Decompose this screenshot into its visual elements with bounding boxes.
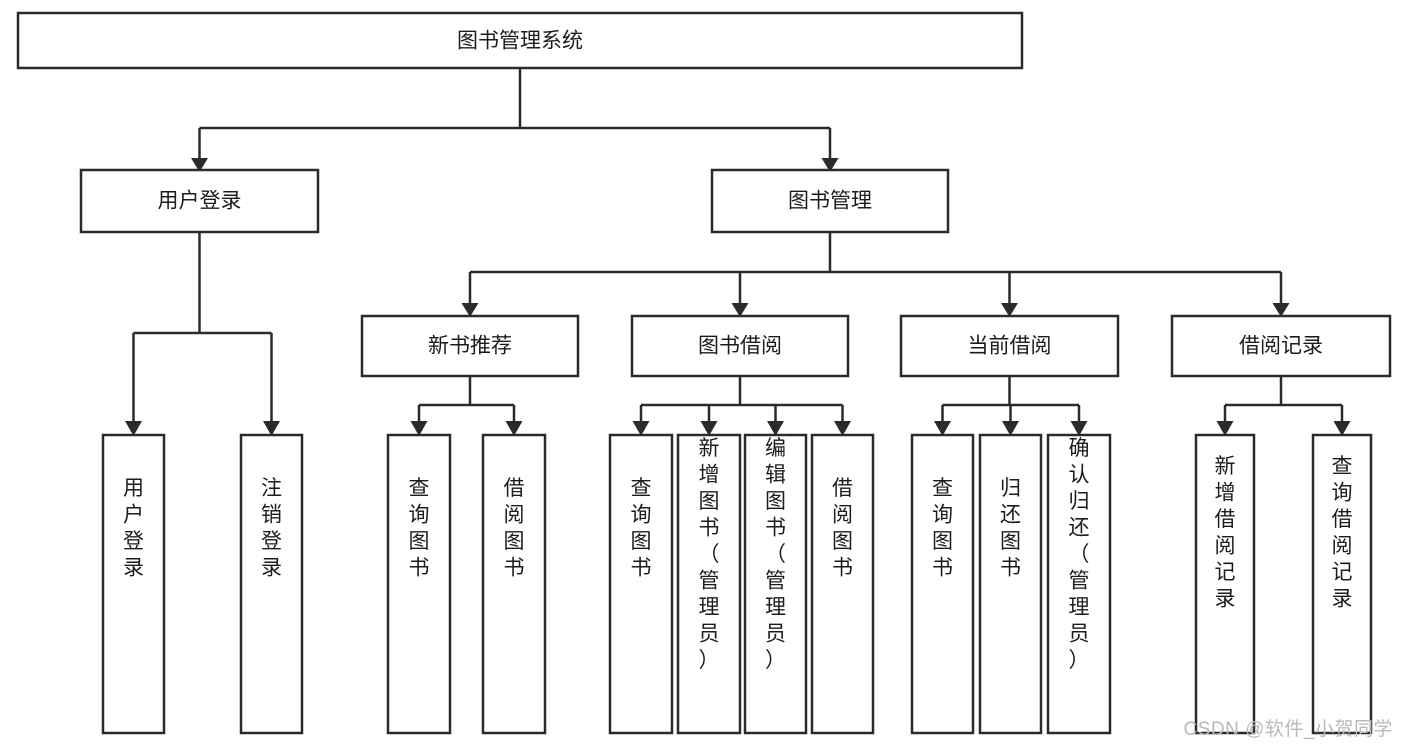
node-borrow-record-label: 借阅记录 (1239, 335, 1323, 358)
leaf-node[interactable]: 查询图书 (910, 433, 975, 735)
leaf-box-add-borrow-record[interactable] (1194, 433, 1256, 735)
node-new-book-recommend-box[interactable] (360, 314, 580, 378)
arrowhead-book-mgmt-child-1 (461, 303, 479, 317)
node-user-login-label: 用户登录 (158, 190, 242, 213)
node-current-borrow[interactable]: 当前借阅 (899, 314, 1120, 378)
leaf-label-confirm-return-admin: 确认归还（管理员） (1069, 437, 1090, 672)
leaf-node[interactable]: 新增图书（管理员） (676, 433, 742, 735)
leaf-box-query-book-2[interactable] (608, 433, 674, 735)
node-root-box[interactable] (16, 11, 1024, 70)
arrowhead-borrow-book-leaf-3 (767, 421, 784, 436)
node-book-management-box[interactable] (710, 168, 950, 234)
leaf-label-return-book: 归还图书 (1000, 477, 1021, 580)
leaf-box-query-book-1[interactable] (386, 433, 452, 735)
leaf-box-borrow-book-1[interactable] (481, 433, 547, 735)
arrowhead-current-borrow-leaf-3 (1070, 421, 1088, 436)
leaf-node[interactable]: 查询借阅记录 (1311, 433, 1373, 735)
node-user-login-box[interactable] (79, 168, 320, 234)
leaf-label-query-book-1: 查询图书 (409, 477, 430, 580)
node-new-book-recommend[interactable]: 新书推荐 (360, 314, 580, 378)
node-borrow-record[interactable]: 借阅记录 (1170, 314, 1392, 378)
arrowhead-borrow-book-leaf-4 (834, 421, 851, 436)
leaf-box-query-borrow-record[interactable] (1311, 433, 1373, 735)
leaf-label-query-borrow-record: 查询借阅记录 (1332, 455, 1353, 611)
arrowhead-new-book-leaf-2 (505, 421, 523, 436)
connector-group-book-mgmt (461, 232, 1290, 317)
leaf-node[interactable]: 查询图书 (608, 433, 674, 735)
leaf-node[interactable]: 新增借阅记录 (1194, 433, 1256, 735)
leaf-box-user-login[interactable] (101, 433, 166, 735)
connector-group-new-book (410, 376, 523, 436)
node-borrow-record-box[interactable] (1170, 314, 1392, 378)
node-book-management-label: 图书管理 (788, 190, 872, 213)
leaf-label-borrow-book-1: 借阅图书 (504, 477, 525, 580)
connector-group-current-borrow (934, 376, 1088, 436)
leaf-label-add-book-admin: 新增图书（管理员） (699, 437, 720, 672)
connector-group-borrow-record (1216, 376, 1351, 436)
leaf-box-confirm-return-admin[interactable] (1046, 433, 1112, 735)
leaf-node[interactable]: 借阅图书 (481, 433, 547, 735)
leaf-box-borrow-book-2[interactable] (810, 433, 875, 735)
node-book-borrow[interactable]: 图书借阅 (630, 314, 850, 378)
node-new-book-recommend-label: 新书推荐 (428, 335, 512, 358)
connector-group-borrow-book (632, 376, 851, 436)
leaf-node[interactable]: 注销登录 (239, 433, 304, 735)
arrowhead-current-borrow-leaf-2 (1002, 421, 1019, 436)
leaf-label-borrow-book-2: 借阅图书 (832, 477, 853, 580)
arrowhead-borrow-record-leaf-1 (1216, 421, 1234, 436)
leaf-label-query-book-3: 查询图书 (932, 477, 953, 580)
node-book-borrow-label: 图书借阅 (698, 335, 782, 358)
node-book-management[interactable]: 图书管理 (710, 168, 950, 234)
arrowhead-user-login-leaf-1 (125, 421, 142, 436)
node-user-login[interactable]: 用户登录 (79, 168, 320, 234)
arrowhead-user-login-leaf-2 (263, 421, 280, 436)
arrowhead-book-mgmt-child-4 (1272, 303, 1290, 317)
leaf-box-logout[interactable] (239, 433, 304, 735)
leaf-label-logout: 注销登录 (261, 477, 282, 580)
leaf-label-edit-book-admin: 编辑图书（管理员） (765, 437, 786, 672)
leaf-node[interactable]: 用户登录 (101, 433, 166, 735)
node-book-borrow-box[interactable] (630, 314, 850, 378)
leaf-label-query-book-2: 查询图书 (631, 477, 652, 580)
leaf-label-user-login: 用户登录 (123, 477, 144, 580)
leaf-node[interactable]: 查询图书 (386, 433, 452, 735)
leaf-box-return-book[interactable] (978, 433, 1043, 735)
leaf-node[interactable]: 借阅图书 (810, 433, 875, 735)
arrowhead-current-borrow-leaf-1 (934, 421, 951, 436)
arrowhead-borrow-record-leaf-2 (1333, 421, 1351, 436)
node-root-label: 图书管理系统 (457, 30, 583, 53)
arrowhead-new-book-leaf-1 (410, 421, 428, 436)
arrowhead-book-mgmt-child-3 (1001, 303, 1018, 317)
leaf-box-add-book-admin[interactable] (676, 433, 742, 735)
leaf-node[interactable]: 归还图书 (978, 433, 1043, 735)
connector-group-user-login (125, 232, 280, 436)
leaf-node[interactable]: 确认归还（管理员） (1046, 433, 1112, 735)
leaf-box-query-book-3[interactable] (910, 433, 975, 735)
node-current-borrow-box[interactable] (899, 314, 1120, 378)
node-current-borrow-label: 当前借阅 (968, 335, 1052, 358)
arrowhead-root-to-book-mgmt (821, 158, 839, 172)
node-root[interactable]: 图书管理系统 (16, 11, 1024, 70)
leaf-box-edit-book-admin[interactable] (743, 433, 808, 735)
arrowhead-root-to-user-login (191, 158, 208, 172)
leaf-node[interactable]: 编辑图书（管理员） (743, 433, 808, 735)
arrowhead-book-mgmt-child-2 (731, 303, 749, 317)
connector-group-root (191, 68, 839, 172)
leaf-label-add-borrow-record: 新增借阅记录 (1215, 455, 1236, 611)
arrowhead-borrow-book-leaf-1 (632, 421, 650, 436)
arrowhead-borrow-book-leaf-2 (700, 421, 718, 436)
